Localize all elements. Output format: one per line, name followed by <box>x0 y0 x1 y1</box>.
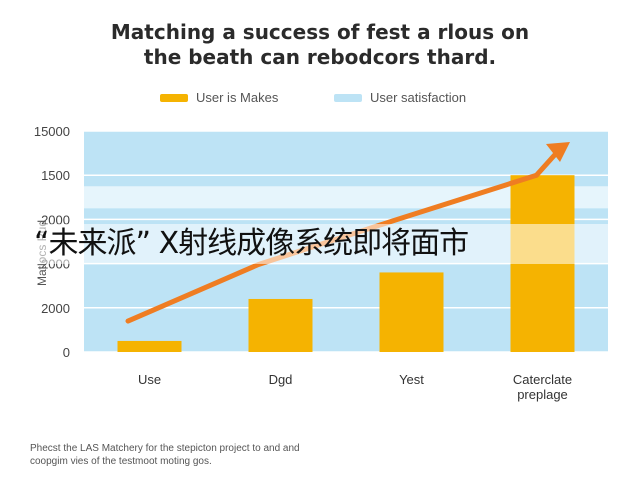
caption-line-1: Phecst the LAS Matchery for the stepicto… <box>30 443 300 454</box>
caption: Phecst the LAS Matchery for the stepicto… <box>30 442 610 468</box>
y-tick-label: 2000 <box>41 212 70 227</box>
legend-swatch-user-satisfaction <box>334 93 362 102</box>
chart-title-line-2: the beath can rebodcors thard. <box>143 45 497 69</box>
legend: User is Makes User satisfaction <box>0 90 640 110</box>
bar <box>248 298 313 352</box>
y-tick-label: 1500 <box>41 168 70 183</box>
bar <box>117 340 182 352</box>
overlay-band <box>0 224 640 264</box>
chart-title-line-1: Matching a success of fest a rlous on <box>110 20 530 44</box>
bar <box>379 272 444 352</box>
y-tick-label: 15000 <box>34 124 70 139</box>
y-tick-label: 0 <box>63 345 70 360</box>
legend-item-user-makes: User is Makes <box>160 90 278 105</box>
legend-item-user-satisfaction: User satisfaction <box>334 90 466 105</box>
legend-label-user-satisfaction: User satisfaction <box>370 90 467 105</box>
y-tick-label: 2000 <box>41 301 70 316</box>
legend-label-user-makes: User is Makes <box>196 90 279 105</box>
x-tick-label: Caterclate <box>513 372 572 387</box>
x-tick-label: Dgd <box>269 372 293 387</box>
chart-title: Matching a success of fest a rlous on th… <box>0 20 640 70</box>
overlay-headline: “未来派” X射线成像系统即将面市 <box>34 226 469 261</box>
caption-line-2: coopgim vies of the testmoot moting gos. <box>30 456 212 467</box>
x-tick-label: Use <box>138 372 161 387</box>
trend-arrowhead <box>546 142 570 162</box>
x-tick-label: Yest <box>399 372 424 387</box>
legend-swatch-user-makes <box>160 93 188 102</box>
x-tick-label: preplage <box>517 387 568 402</box>
